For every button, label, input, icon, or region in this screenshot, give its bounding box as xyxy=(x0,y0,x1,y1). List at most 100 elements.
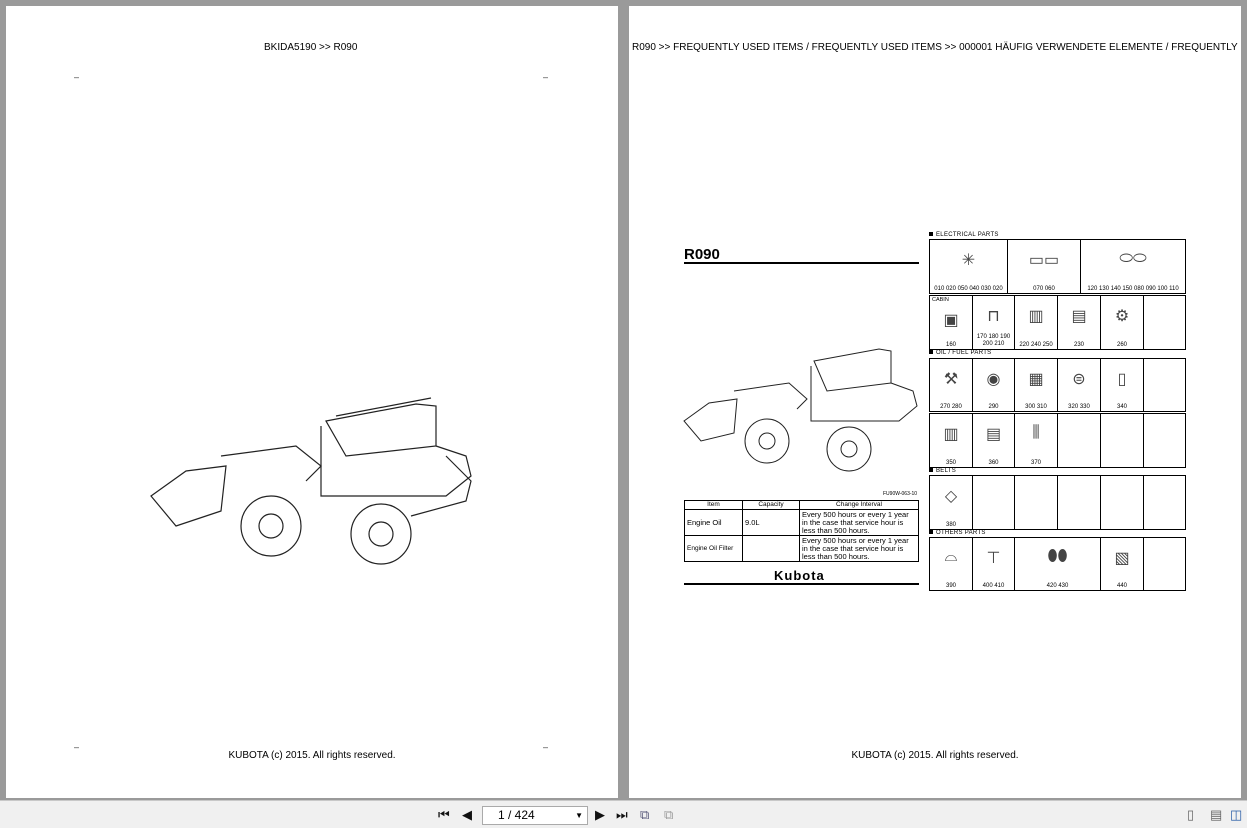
model-title: R090 xyxy=(684,246,720,263)
part-number: 290 xyxy=(988,404,999,410)
belts-row: ◇ 380 xyxy=(929,475,1186,530)
relay-icon: ✳ xyxy=(961,252,976,269)
page-header: BKIDA5190 >> R090 xyxy=(264,42,358,53)
relay-icon: ▤ xyxy=(1071,308,1087,325)
continuous-icon[interactable]: ▤ xyxy=(1210,807,1223,822)
part-cell[interactable]: ⬭⬭120 130 140 150 080 090 100 110 xyxy=(1081,240,1185,293)
part-cell[interactable] xyxy=(973,476,1015,529)
cell-interval: Every 500 hours or every 1 year in the c… xyxy=(799,509,919,536)
last-page-icon[interactable]: ⏭ xyxy=(616,807,628,822)
part-number: 300 310 xyxy=(1025,404,1047,410)
water-separator-icon: ⊜ xyxy=(1072,371,1086,388)
part-cell[interactable]: ✳ 010 020 050 040 030 020 xyxy=(930,240,1008,293)
filter-element-icon: ▯ xyxy=(1117,371,1127,388)
page-indicator: 1 / 424 xyxy=(498,808,535,822)
part-cell[interactable] xyxy=(1058,414,1101,467)
kubota-logo: Kubota xyxy=(774,568,825,583)
drawing-code: FU90W-063-10 xyxy=(883,491,918,497)
page-footer: KUBOTA (c) 2015. All rights reserved. xyxy=(228,750,396,761)
part-number: 380 xyxy=(945,522,956,528)
part-number: 360 xyxy=(988,460,999,466)
part-cell[interactable]: ⬮⬮420 430 xyxy=(1015,538,1101,590)
wheel-loader-illustration xyxy=(150,397,472,565)
crop-mark: – xyxy=(74,742,80,752)
part-cell[interactable]: ⚙260 xyxy=(1101,296,1144,349)
page-footer: KUBOTA (c) 2015. All rights reserved. xyxy=(851,750,1019,761)
belt-icon: ◇ xyxy=(944,488,958,505)
page-selector[interactable]: 1 / 424 ▼ xyxy=(482,806,588,825)
page-header: R090 >> FREQUENTLY USED ITEMS / FREQUENT… xyxy=(632,42,1241,53)
part-cell[interactable]: ⊜ 320 330 xyxy=(1058,359,1101,411)
part-cell[interactable]: ▥ 220 240 250 xyxy=(1015,296,1058,349)
part-cell[interactable]: ⌓390 xyxy=(930,538,973,590)
cell-item: Engine Oil Filter xyxy=(684,535,743,562)
col-header: Item xyxy=(684,500,743,510)
radiator-cap-icon: ⌓ xyxy=(944,548,958,565)
part-cell[interactable] xyxy=(1015,476,1058,529)
filter-cartridge-icon: ▤ xyxy=(985,426,1002,443)
part-cell[interactable]: ▥350 xyxy=(930,414,973,467)
page-view-icon[interactable]: ⧉ xyxy=(640,807,650,822)
part-cell[interactable]: ⊤400 410 xyxy=(973,538,1015,590)
part-number: 220 240 250 xyxy=(1019,342,1053,348)
part-number: 070 060 xyxy=(1033,286,1055,292)
col-header: Change Interval xyxy=(799,500,919,510)
part-cell[interactable]: ▭▭ 070 060 xyxy=(1008,240,1081,293)
section-electrical: ELECTRICAL PARTS xyxy=(929,232,999,238)
air-filter-icon: ⬮⬮ xyxy=(1047,548,1068,565)
part-cell[interactable]: ▤230 xyxy=(1058,296,1101,349)
part-cell[interactable]: ◇ 380 xyxy=(930,476,973,529)
chevron-down-icon[interactable]: ▼ xyxy=(575,811,583,820)
part-cell[interactable]: ⫼370 xyxy=(1015,414,1058,467)
part-number: 440 xyxy=(1116,583,1127,589)
part-cell[interactable] xyxy=(1144,359,1185,411)
part-cell[interactable]: ▣ 160 xyxy=(930,296,973,349)
part-cell[interactable]: ⊓170 180 190 200 210 xyxy=(973,296,1015,349)
part-number: 370 xyxy=(1030,460,1041,466)
logo-underline xyxy=(684,583,919,585)
part-number: 170 180 190 200 210 xyxy=(976,334,1011,347)
oil-filter-icon: ◉ xyxy=(986,371,1001,388)
single-page-icon[interactable]: ▯ xyxy=(1187,807,1195,822)
part-cell[interactable] xyxy=(1144,538,1185,590)
part-cell[interactable] xyxy=(1101,476,1144,529)
part-cell[interactable]: ◉ 290 xyxy=(973,359,1015,411)
part-cell[interactable]: ⚒270 280 xyxy=(930,359,973,411)
section-oil-fuel: OIL / FUEL PARTS xyxy=(929,350,991,356)
electrical-row: ✳ 010 020 050 040 030 020 ▭▭ 070 060 ⬭⬭120… xyxy=(929,239,1186,294)
part-cell[interactable]: ▦300 310 xyxy=(1015,359,1058,411)
next-page-icon[interactable]: ▶ xyxy=(595,807,605,822)
part-cell[interactable]: ▧440 xyxy=(1101,538,1144,590)
section-cabin: CABIN xyxy=(932,297,949,303)
previous-page-icon[interactable]: ◀ xyxy=(462,807,472,822)
part-number: 010 020 050 040 030 020 xyxy=(934,286,1003,292)
cell-item: Engine Oil xyxy=(684,509,743,536)
part-cell[interactable]: ▯340 xyxy=(1101,359,1144,411)
work-lamp-icon: ▭▭ xyxy=(1028,252,1060,269)
wheel-loader-illustration xyxy=(683,348,918,472)
part-number: 400 410 xyxy=(982,583,1005,589)
part-number: 320 330 xyxy=(1068,404,1090,410)
cabin-row: CABIN ▣ 160 ⊓170 180 190 200 210 ▥ 220 240… xyxy=(929,295,1186,350)
facing-pages-icon[interactable]: ◫ xyxy=(1230,807,1243,822)
part-cell[interactable] xyxy=(1101,414,1144,467)
relay-icon: ▥ xyxy=(1028,308,1044,325)
first-page-icon[interactable]: ⏮ xyxy=(438,807,450,822)
crop-mark: – xyxy=(543,72,549,82)
part-cell[interactable] xyxy=(1058,476,1101,529)
left-page: BKIDA5190 >> R090 – – – – KUBOTA (c) 201… xyxy=(6,6,618,798)
pdf-toolbar: ⏮ ◀ 1 / 424 ▼ ▶ ⏭ ⧉ ⧉ ▯ ▤ ◫ xyxy=(0,800,1247,828)
fuel-pump-icon: ⚒ xyxy=(943,371,959,388)
part-cell[interactable] xyxy=(1144,296,1185,349)
title-underline xyxy=(684,262,919,264)
page-view-alt-icon[interactable]: ⧉ xyxy=(664,807,674,822)
part-cell[interactable] xyxy=(1144,414,1185,467)
cabin-lamp-icon: ▣ xyxy=(943,312,959,329)
oil-fuel-row-1: ⚒270 280 ◉ 290 ▦300 310 ⊜ 320 330 ▯340 xyxy=(929,358,1186,412)
part-cell[interactable] xyxy=(1144,476,1185,529)
oil-fuel-row-2: ▥350 ▤ 360 ⫼370 xyxy=(929,413,1186,468)
part-number: 160 xyxy=(945,342,956,348)
part-cell[interactable]: ▤ 360 xyxy=(973,414,1015,467)
